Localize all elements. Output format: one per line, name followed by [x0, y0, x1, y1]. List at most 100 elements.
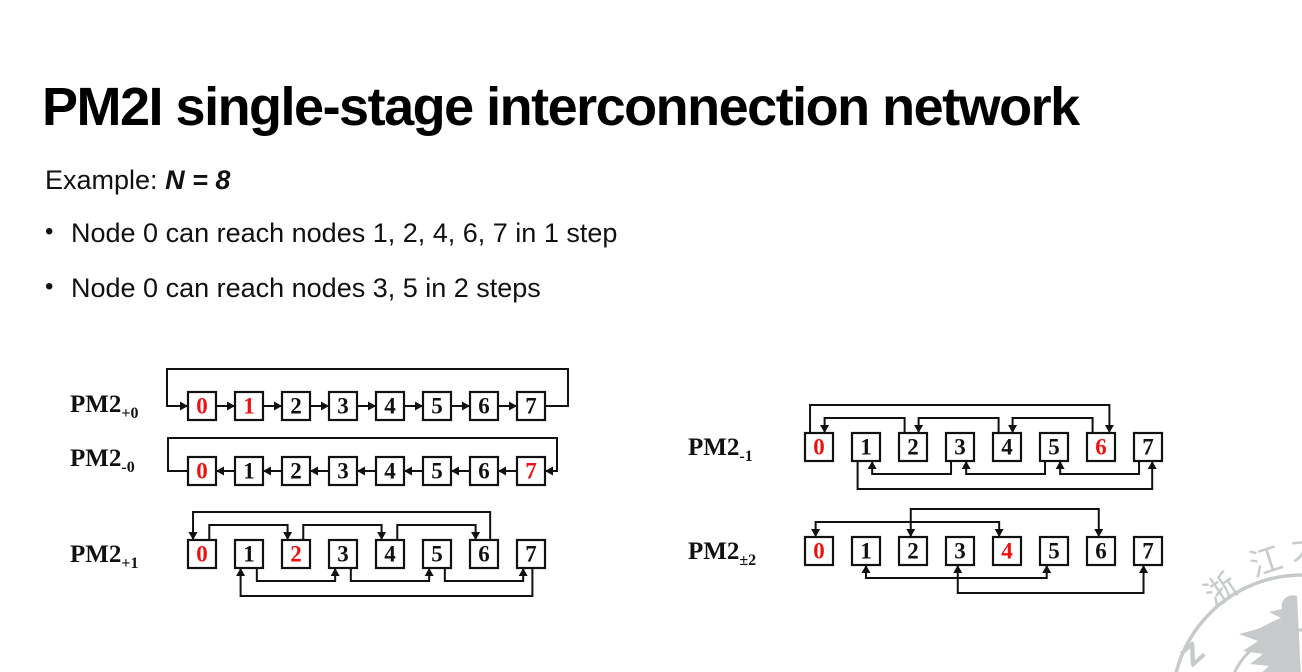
arrowhead-icon: [188, 532, 198, 540]
node-label: 7: [525, 394, 537, 419]
node-box: [374, 538, 406, 570]
wrap-edge: [166, 368, 569, 407]
edge-line: [856, 461, 1154, 490]
edge-line: [1011, 417, 1094, 433]
node-label: 1: [243, 542, 255, 567]
node-label: 7: [525, 459, 537, 484]
node-label: 6: [478, 394, 490, 419]
edge-line: [917, 417, 1000, 433]
node-label: 7: [1142, 435, 1154, 460]
node-label: 0: [196, 459, 208, 484]
node-box: [991, 535, 1023, 567]
arrowhead-icon: [471, 532, 481, 540]
seal-ring-letter: Z: [1176, 637, 1211, 672]
edge-line: [239, 568, 534, 597]
node-label: 3: [954, 435, 966, 460]
diagram-label-pm2-minus-1: PM2-1: [688, 434, 753, 465]
node-label: 7: [1142, 539, 1154, 564]
node-label: 4: [384, 542, 396, 567]
node-box: [803, 431, 835, 463]
node-box: [186, 390, 218, 422]
node-box: [897, 535, 929, 567]
node-label: 0: [196, 394, 208, 419]
arrowhead-icon: [1055, 461, 1065, 469]
node-label: 3: [337, 394, 349, 419]
edge-line: [255, 568, 337, 582]
node-box: [515, 538, 547, 570]
arrowhead-icon: [867, 461, 877, 469]
node-box: [233, 390, 265, 422]
example-prefix: Example:: [45, 165, 166, 195]
node-label: 0: [813, 539, 825, 564]
arrowhead-icon: [330, 568, 340, 576]
arrowhead-icon: [811, 529, 821, 537]
node-label: 0: [196, 542, 208, 567]
node-box: [468, 538, 500, 570]
seal-char: 大: [1289, 527, 1302, 568]
node-box: [233, 538, 265, 570]
arrowhead-icon: [1104, 425, 1114, 433]
arrowhead-icon: [498, 466, 506, 476]
arrowhead-icon: [1139, 565, 1149, 573]
node-box: [280, 455, 312, 487]
wrap-edge: [167, 437, 558, 472]
node-label: 5: [431, 394, 443, 419]
arrowhead-icon: [368, 401, 376, 411]
arrowhead-icon: [462, 401, 470, 411]
arrowhead-icon: [404, 466, 412, 476]
arrowhead-icon: [518, 568, 528, 576]
node-box: [327, 538, 359, 570]
arrowhead-icon: [216, 466, 224, 476]
arrowhead-icon: [451, 466, 459, 476]
edge-line: [965, 461, 1047, 475]
arrowhead-icon: [227, 401, 235, 411]
edge-line: [809, 404, 1111, 433]
node-box: [1132, 431, 1164, 463]
arrowhead-icon: [310, 466, 318, 476]
node-box: [1085, 535, 1117, 567]
arrowhead-icon: [906, 529, 916, 537]
bullet-dot: •: [45, 273, 54, 300]
bullet-text: Node 0 can reach nodes 3, 5 in 2 steps: [71, 273, 541, 303]
edge-line: [443, 568, 525, 582]
node-label: 1: [243, 459, 255, 484]
node-label: 1: [860, 539, 872, 564]
arrowhead-icon: [424, 568, 434, 576]
node-box: [850, 431, 882, 463]
node-label: 5: [1048, 435, 1060, 460]
node-label: 6: [1095, 435, 1107, 460]
node-label: 6: [478, 542, 490, 567]
node-label: 5: [431, 542, 443, 567]
node-box: [1038, 431, 1070, 463]
edge-line: [814, 521, 1001, 537]
node-box: [515, 390, 547, 422]
arrowhead-icon: [1008, 425, 1018, 433]
node-box: [944, 431, 976, 463]
seal-outer-circle: [1174, 573, 1302, 672]
node-label: 6: [478, 459, 490, 484]
arrowhead-icon: [509, 401, 517, 411]
node-label: 6: [1095, 539, 1107, 564]
arrowhead-icon: [861, 565, 871, 573]
node-label: 3: [337, 542, 349, 567]
node-box: [280, 390, 312, 422]
arrowhead-icon: [961, 461, 971, 469]
node-label: 3: [954, 539, 966, 564]
node-label: 7: [525, 542, 537, 567]
node-label: 5: [431, 459, 443, 484]
arrowhead-icon: [994, 529, 1004, 537]
node-box: [421, 455, 453, 487]
node-box: [233, 455, 265, 487]
arrowhead-icon: [1042, 565, 1052, 573]
arrowhead-icon: [953, 565, 963, 573]
node-label: 2: [907, 539, 919, 564]
example-line: Example: N = 8: [45, 165, 230, 196]
node-box: [515, 455, 547, 487]
node-label: 3: [337, 459, 349, 484]
arrowhead-icon: [1147, 461, 1157, 469]
example-value: N = 8: [165, 165, 231, 195]
arrowhead-icon: [1094, 529, 1104, 537]
slide-title: PM2I single-stage interconnection networ…: [42, 77, 1080, 138]
node-label: 4: [384, 459, 396, 484]
